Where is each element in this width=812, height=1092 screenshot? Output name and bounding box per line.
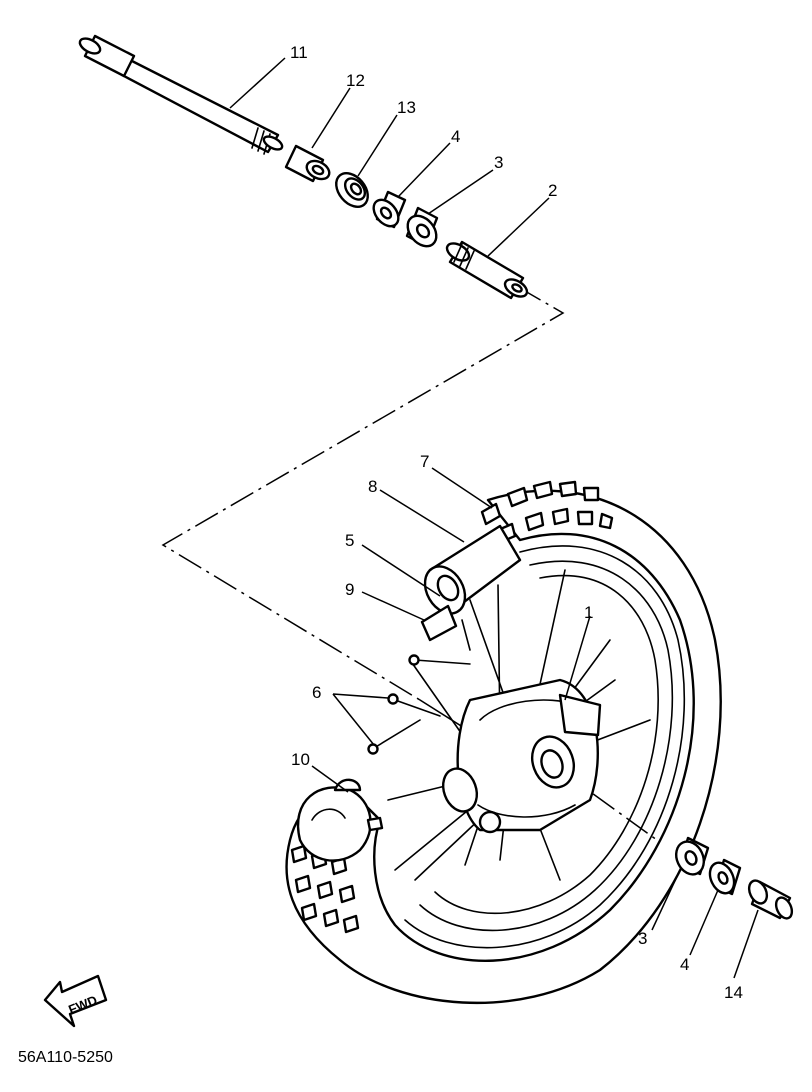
callout-2: 2 [548,181,557,200]
rim-band-part-10 [297,778,384,862]
leader-lines [229,57,759,979]
callout-10: 10 [291,750,310,769]
callout-3-upper: 3 [494,153,503,172]
collar-part-14 [747,879,794,920]
valve-part-5 [461,619,471,651]
callout-9: 9 [345,580,354,599]
rim-lock-part-9 [420,604,458,642]
callout-7: 7 [420,452,429,471]
spacer-part-2 [445,240,529,300]
spacer-part-3-upper [405,206,439,248]
callout-3-lower: 3 [638,929,647,948]
callout-6: 6 [312,683,321,702]
callout-4-lower: 4 [680,955,689,974]
callout-14: 14 [724,983,743,1002]
nipple-part-6 [367,654,471,755]
hub-part-1 [441,678,602,834]
callout-5: 5 [345,531,354,550]
tube-part-8 [423,524,522,615]
axle-part-11 [78,34,284,155]
bearing-part-4-upper [372,190,407,229]
drawing-code: 56A110-5250 [18,1049,113,1066]
callout-1: 1 [584,603,593,622]
callout-11: 11 [290,43,308,62]
front-wheel-assembly [285,480,722,1005]
forward-direction-arrow: FWD [43,974,108,1028]
oil-seal-part-13 [335,172,369,208]
callout-8: 8 [368,477,377,496]
callout-13: 13 [397,98,416,117]
callout-12: 12 [346,71,365,90]
assembly-guide-line [161,286,565,701]
spacer-part-3-lower [675,836,710,876]
collar-part-12 [284,144,331,183]
bearing-part-4-lower [708,858,742,896]
callout-4-upper: 4 [451,127,460,146]
